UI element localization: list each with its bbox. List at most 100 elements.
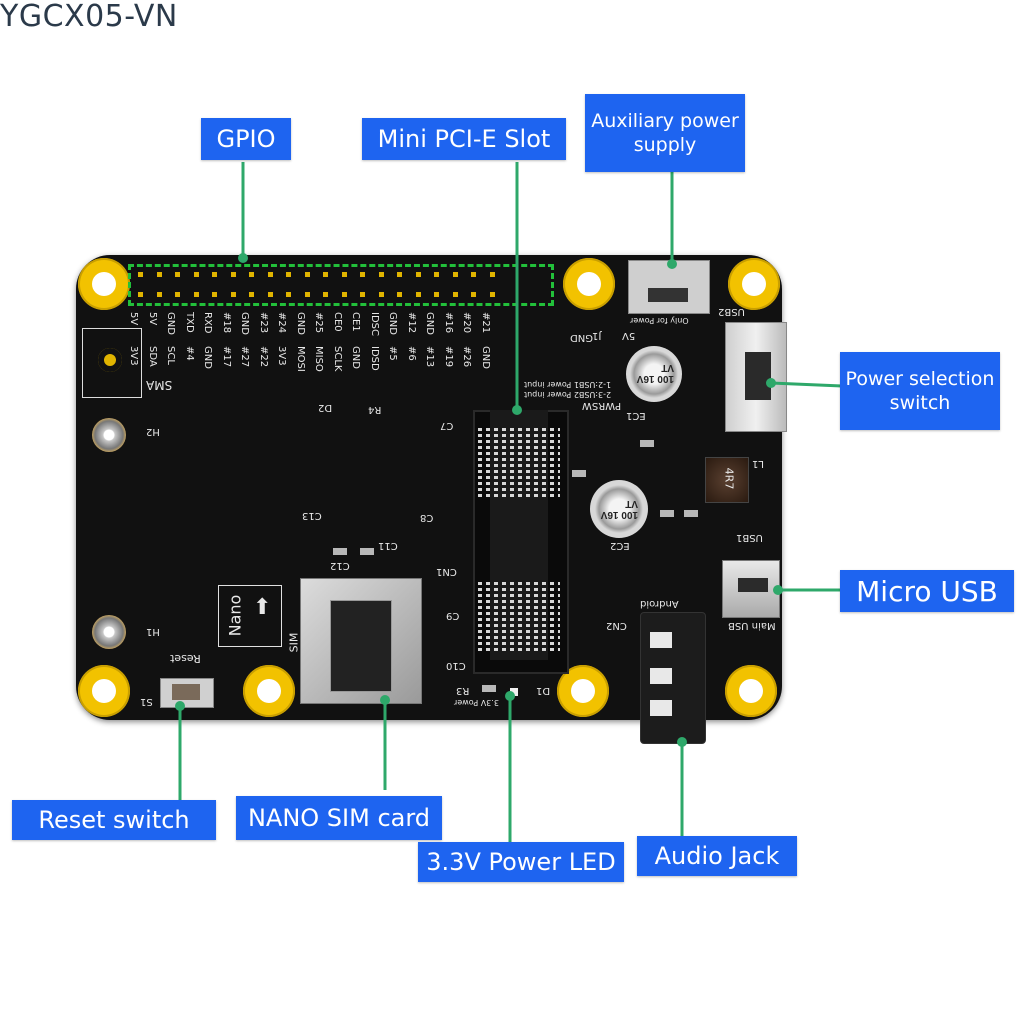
gpio-pin bbox=[267, 292, 273, 297]
sim-callout: NANO SIM card bbox=[236, 796, 442, 840]
gpio-pin bbox=[175, 292, 180, 297]
power-switch-leader-dot bbox=[766, 378, 776, 388]
pcie-contact-row bbox=[478, 594, 560, 597]
pcie-contact-row bbox=[478, 452, 560, 455]
micro-usb-opening bbox=[738, 578, 768, 592]
mount-hole-bottom-right bbox=[725, 665, 777, 717]
aux-power-usb-port[interactable] bbox=[628, 260, 710, 314]
capacitor-ec2 bbox=[590, 480, 648, 538]
gpio-pin bbox=[193, 292, 199, 297]
gpio-pin bbox=[175, 272, 180, 277]
gpio-pin bbox=[341, 292, 347, 297]
power-led-callout: 3.3V Power LED bbox=[418, 842, 624, 882]
pcie-contact-row bbox=[478, 482, 560, 485]
arrow-up-icon: ⬆ bbox=[253, 594, 272, 619]
gpio-pin bbox=[138, 292, 143, 297]
audio-jack-contact bbox=[650, 668, 672, 684]
gpio-pin bbox=[471, 272, 476, 277]
watermark-title: YGCX05-VN bbox=[0, 0, 178, 34]
audio-jack-contact bbox=[650, 632, 672, 648]
pcie-contact-row bbox=[478, 648, 560, 651]
pcie-contact-row bbox=[478, 494, 560, 497]
aux-power-callout: Auxiliary power supply bbox=[585, 94, 745, 172]
mount-hole-bottom-mid-left bbox=[243, 665, 295, 717]
gpio-pin bbox=[471, 292, 476, 297]
gpio-pin bbox=[304, 292, 310, 297]
mount-hole-top-mid bbox=[563, 258, 615, 310]
gpio-pin-row-bottom bbox=[138, 292, 495, 297]
pcie-contact-row bbox=[478, 612, 560, 615]
audio-callout: Audio Jack bbox=[637, 836, 797, 876]
smd-part bbox=[684, 510, 698, 517]
aux-power-leader-dot bbox=[667, 259, 677, 269]
gpio-pin bbox=[360, 272, 365, 277]
mount-hole-top-right bbox=[728, 258, 780, 310]
audio-leader-dot bbox=[677, 737, 687, 747]
gpio-pin bbox=[452, 272, 458, 277]
power-led-leader-dot bbox=[505, 691, 515, 701]
gpio-pin bbox=[286, 292, 291, 297]
gpio-pin bbox=[378, 292, 384, 297]
pcie-contact-row bbox=[478, 440, 560, 443]
sma-footprint bbox=[82, 328, 142, 398]
sim-card-tray bbox=[330, 600, 392, 692]
smd-part bbox=[660, 510, 674, 517]
pcie-contact-row bbox=[478, 600, 560, 603]
gpio-pin bbox=[304, 272, 310, 277]
pcie-contact-row bbox=[478, 606, 560, 609]
gpio-pin bbox=[378, 272, 384, 277]
gpio-pin bbox=[156, 292, 162, 297]
mount-hole-bottom-mid bbox=[557, 665, 609, 717]
mini-pcie-callout: Mini PCI-E Slot bbox=[362, 118, 566, 160]
mount-hole-bottom-left bbox=[78, 665, 130, 717]
gpio-pin bbox=[434, 272, 439, 277]
gpio-pin bbox=[230, 292, 236, 297]
antenna-post-h1 bbox=[92, 615, 126, 649]
gpio-pin bbox=[360, 292, 365, 297]
pcie-contact-row bbox=[478, 476, 560, 479]
smd-part bbox=[360, 548, 374, 555]
audio-jack-contact bbox=[650, 700, 672, 716]
gpio-pin bbox=[286, 272, 291, 277]
pcie-contact-row bbox=[478, 464, 560, 467]
nano-orientation-box bbox=[218, 585, 282, 647]
gpio-pin-row-top bbox=[138, 272, 495, 277]
mount-hole-top-left bbox=[78, 258, 130, 310]
smd-part bbox=[482, 685, 496, 692]
gpio-highlight-outline bbox=[128, 264, 554, 306]
gpio-pin bbox=[249, 292, 254, 297]
power-switch-leader bbox=[770, 381, 843, 388]
aux-power-usb-opening bbox=[648, 288, 688, 302]
gpio-pin bbox=[415, 292, 421, 297]
gpio-callout: GPIO bbox=[201, 118, 291, 160]
gpio-pin bbox=[156, 272, 162, 277]
power-switch-knob[interactable] bbox=[745, 352, 771, 400]
antenna-post-h2 bbox=[92, 418, 126, 452]
reset-leader-dot bbox=[175, 701, 185, 711]
pcie-contact-row bbox=[478, 636, 560, 639]
pcie-contact-row bbox=[478, 618, 560, 621]
reset-button-cap[interactable] bbox=[172, 684, 200, 700]
gpio-pin bbox=[230, 272, 236, 277]
reset-callout: Reset switch bbox=[12, 800, 216, 840]
power-led bbox=[510, 688, 518, 696]
pcie-contact-row bbox=[478, 642, 560, 645]
smd-part bbox=[572, 470, 586, 477]
gpio-pin bbox=[138, 272, 143, 277]
gpio-pin bbox=[341, 272, 347, 277]
gpio-pin bbox=[323, 292, 328, 297]
gpio-pin bbox=[489, 272, 495, 277]
gpio-leader-dot bbox=[238, 253, 248, 263]
pcie-contact-row bbox=[478, 582, 560, 585]
gpio-pin bbox=[212, 292, 217, 297]
gpio-pin bbox=[415, 272, 421, 277]
pcie-contact-row bbox=[478, 588, 560, 591]
pcie-contact-row bbox=[478, 470, 560, 473]
pcie-contact-row bbox=[478, 458, 560, 461]
pcie-contact-row bbox=[478, 488, 560, 491]
pcie-contact-row bbox=[478, 446, 560, 449]
gpio-pin bbox=[452, 292, 458, 297]
gpio-pin bbox=[397, 292, 402, 297]
sim-leader-dot bbox=[380, 695, 390, 705]
